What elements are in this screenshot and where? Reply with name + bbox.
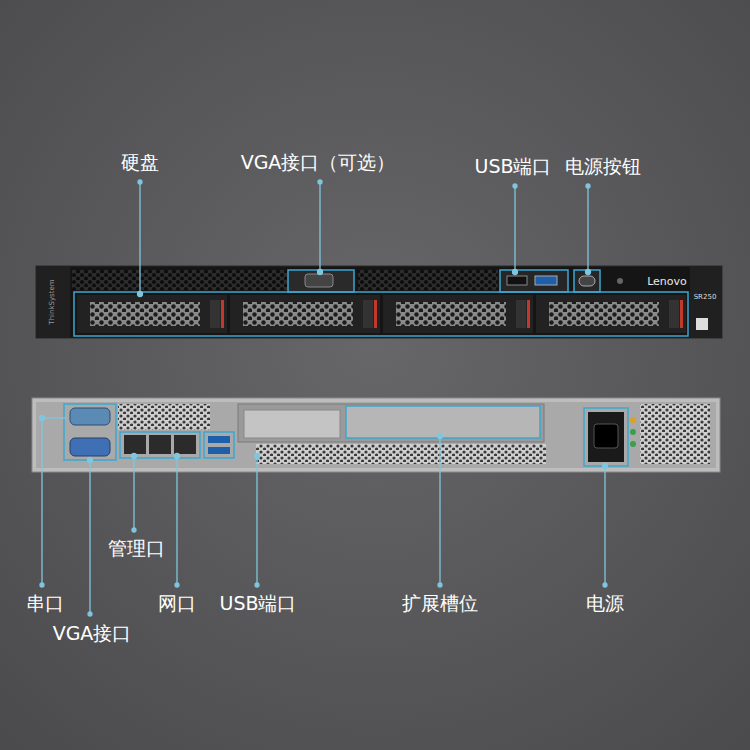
part-label: 串口 bbox=[26, 593, 64, 614]
part-label: 电源按钮 bbox=[565, 156, 641, 177]
part-label: 管理口 bbox=[108, 538, 165, 559]
part-label: 电源 bbox=[586, 593, 624, 614]
front-panel bbox=[36, 266, 722, 338]
part-label: 扩展槽位 bbox=[402, 593, 478, 614]
part-label: USB端口 bbox=[474, 156, 551, 177]
part-label: VGA接口 bbox=[53, 623, 132, 644]
model-label: SR250 bbox=[694, 294, 717, 302]
leader-lines bbox=[40, 180, 608, 616]
part-label: USB端口 bbox=[219, 593, 296, 614]
part-label: VGA接口（可选） bbox=[241, 152, 396, 173]
rear-panel bbox=[32, 398, 720, 472]
part-label: 网口 bbox=[158, 593, 196, 614]
part-label: 硬盘 bbox=[121, 152, 159, 173]
brand-label: ThinkSystem bbox=[49, 279, 57, 324]
brand-logo: Lenovo bbox=[647, 276, 687, 288]
